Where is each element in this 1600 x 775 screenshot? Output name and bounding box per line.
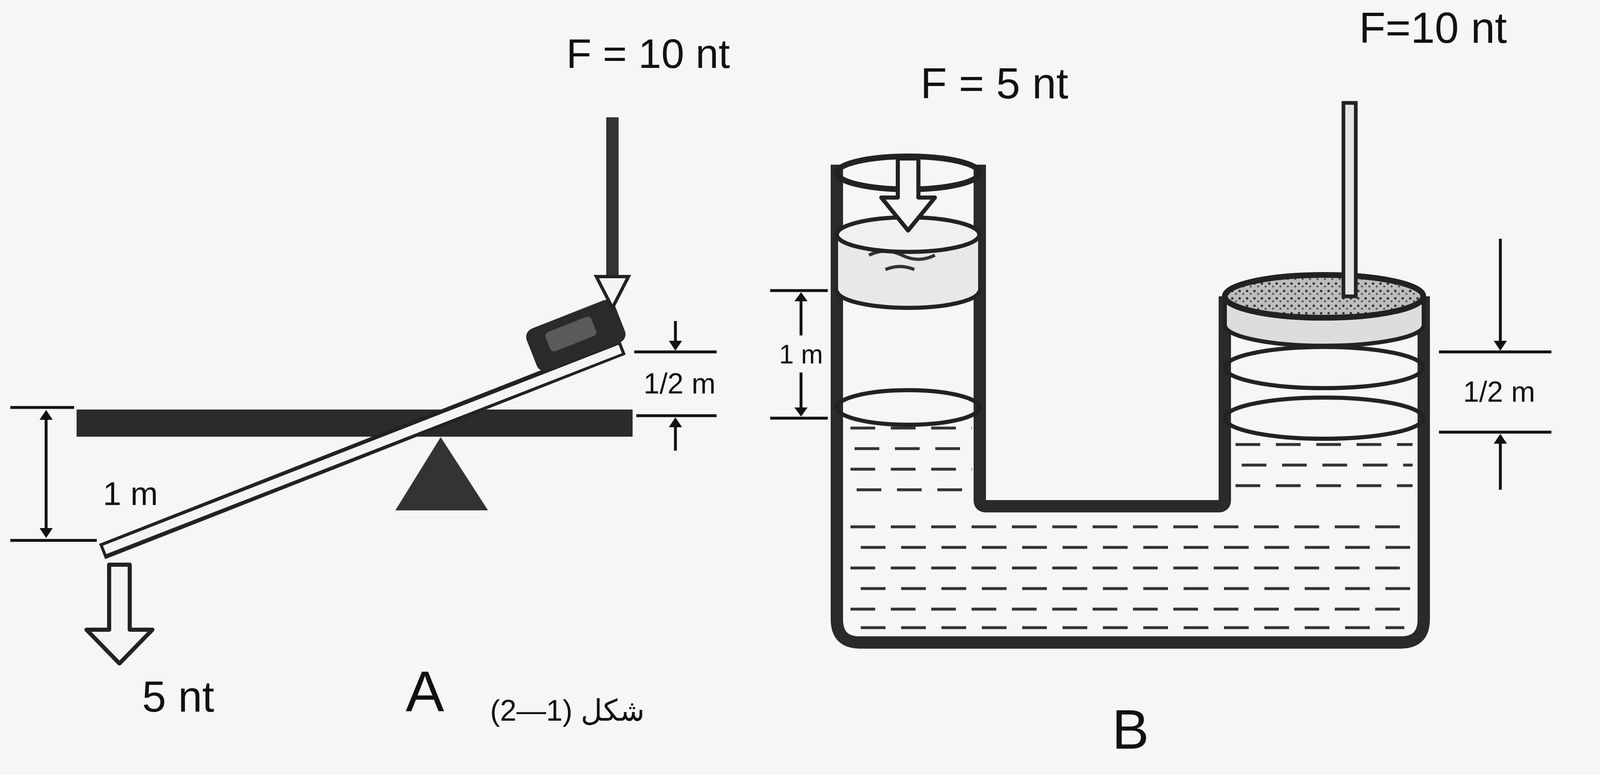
dimension-line bbox=[770, 417, 828, 421]
dimension-line bbox=[10, 406, 75, 410]
original-level bbox=[836, 390, 980, 426]
piston-level bbox=[1224, 397, 1424, 440]
liquid-line bbox=[860, 546, 1413, 550]
force-label: F = 10 nt bbox=[566, 32, 730, 75]
dimension-arrowhead bbox=[794, 407, 808, 417]
figure-letter: B bbox=[1111, 702, 1150, 758]
dimension-line bbox=[1438, 350, 1552, 354]
dimension-arrow bbox=[799, 297, 803, 336]
vessel-outer-wall bbox=[836, 164, 1424, 643]
dimension-arrowhead bbox=[794, 292, 808, 302]
dimension-arrow bbox=[799, 372, 803, 412]
piston-band bbox=[1224, 347, 1424, 389]
liquid-line bbox=[860, 587, 1413, 591]
liquid-line bbox=[1235, 443, 1413, 447]
figure-caption: (2—1) شكل bbox=[490, 696, 645, 726]
liquid-line bbox=[856, 488, 972, 492]
weight-detail bbox=[544, 315, 598, 353]
dimension-arrow bbox=[44, 415, 48, 533]
liquid-line bbox=[1235, 484, 1413, 488]
dimension-arrow bbox=[674, 424, 678, 451]
small-force-arrow bbox=[881, 158, 935, 231]
liquid-line bbox=[850, 468, 972, 472]
large-piston-top bbox=[1224, 275, 1424, 318]
dimension-line bbox=[10, 539, 97, 543]
lever-bar bbox=[76, 409, 633, 437]
dimension-arrowhead bbox=[39, 410, 53, 421]
force-rod bbox=[606, 117, 619, 278]
dimension-arrow bbox=[1499, 238, 1502, 346]
dimension-line bbox=[770, 289, 828, 293]
dimension-line bbox=[1438, 431, 1552, 435]
liquid-line bbox=[854, 447, 972, 451]
force-arrowhead bbox=[596, 276, 629, 309]
dimension-arrowhead bbox=[668, 417, 683, 428]
tilted-lever-outline bbox=[102, 347, 623, 552]
dimension-arrowhead bbox=[39, 528, 53, 539]
force-label: 5 nt bbox=[142, 675, 215, 719]
figure-letter: A bbox=[405, 663, 444, 721]
liquid bbox=[850, 428, 1413, 629]
tilted-lever bbox=[104, 349, 621, 551]
liquid-line bbox=[850, 567, 1413, 570]
liquid-line bbox=[860, 626, 1405, 630]
liquid-line bbox=[850, 608, 1413, 612]
vessel-inner-wall bbox=[979, 164, 1225, 507]
dimension-line bbox=[636, 414, 717, 418]
fulcrum bbox=[395, 437, 489, 511]
liquid-line bbox=[850, 427, 972, 430]
dimension-arrowhead bbox=[668, 341, 683, 351]
dimension-arrow bbox=[1499, 440, 1502, 491]
dimension-label: 1 m bbox=[102, 477, 158, 511]
dimension-label: 1/2 m bbox=[1460, 376, 1538, 408]
load-arrow bbox=[86, 565, 153, 664]
liquid-line bbox=[850, 525, 1413, 529]
liquid-line bbox=[1241, 464, 1413, 468]
force-label: F = 5 nt bbox=[920, 61, 1069, 106]
piston-rod bbox=[1343, 102, 1356, 297]
force-label: F=10 nt bbox=[1359, 6, 1507, 50]
dimension-arrowhead bbox=[1493, 341, 1507, 351]
dimension-label: 1/2 m bbox=[640, 368, 718, 400]
dimension-arrowhead bbox=[1493, 434, 1507, 444]
dimension-line bbox=[634, 350, 717, 354]
dimension-label: 1 m bbox=[776, 340, 826, 369]
